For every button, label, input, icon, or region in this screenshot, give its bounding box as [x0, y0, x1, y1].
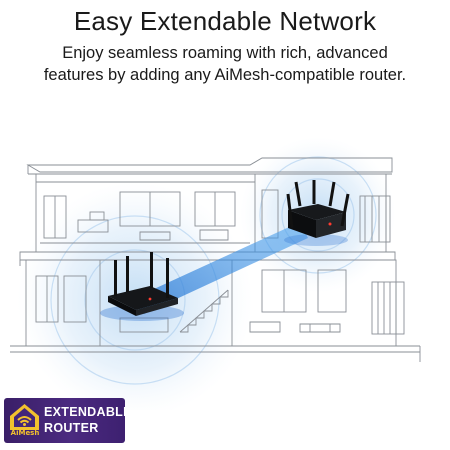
subtitle-line-1: Enjoy seamless roaming with rich, advanc… [62, 44, 388, 62]
badge-line-2: ROUTER [44, 421, 99, 435]
badge-line-1: EXTENDABLE [44, 405, 125, 419]
router-main-icon [100, 252, 184, 321]
badge-label: EXTENDABLE ROUTER [44, 404, 125, 436]
aimesh-logo-text: AiMesh [10, 429, 40, 437]
subtitle-line-2: features by adding any AiMesh-compatible… [43, 66, 407, 84]
page-subtitle: Enjoy seamless roaming with rich, advanc… [10, 42, 440, 86]
router-satellite-icon [284, 180, 350, 246]
extendable-router-badge: AiMesh EXTENDABLE ROUTER [4, 398, 125, 443]
aimesh-house-wifi-icon [10, 404, 39, 430]
house-illustration [10, 137, 421, 410]
page-title: Easy Extendable Network [73, 6, 377, 36]
mesh-link-beam [130, 222, 308, 314]
